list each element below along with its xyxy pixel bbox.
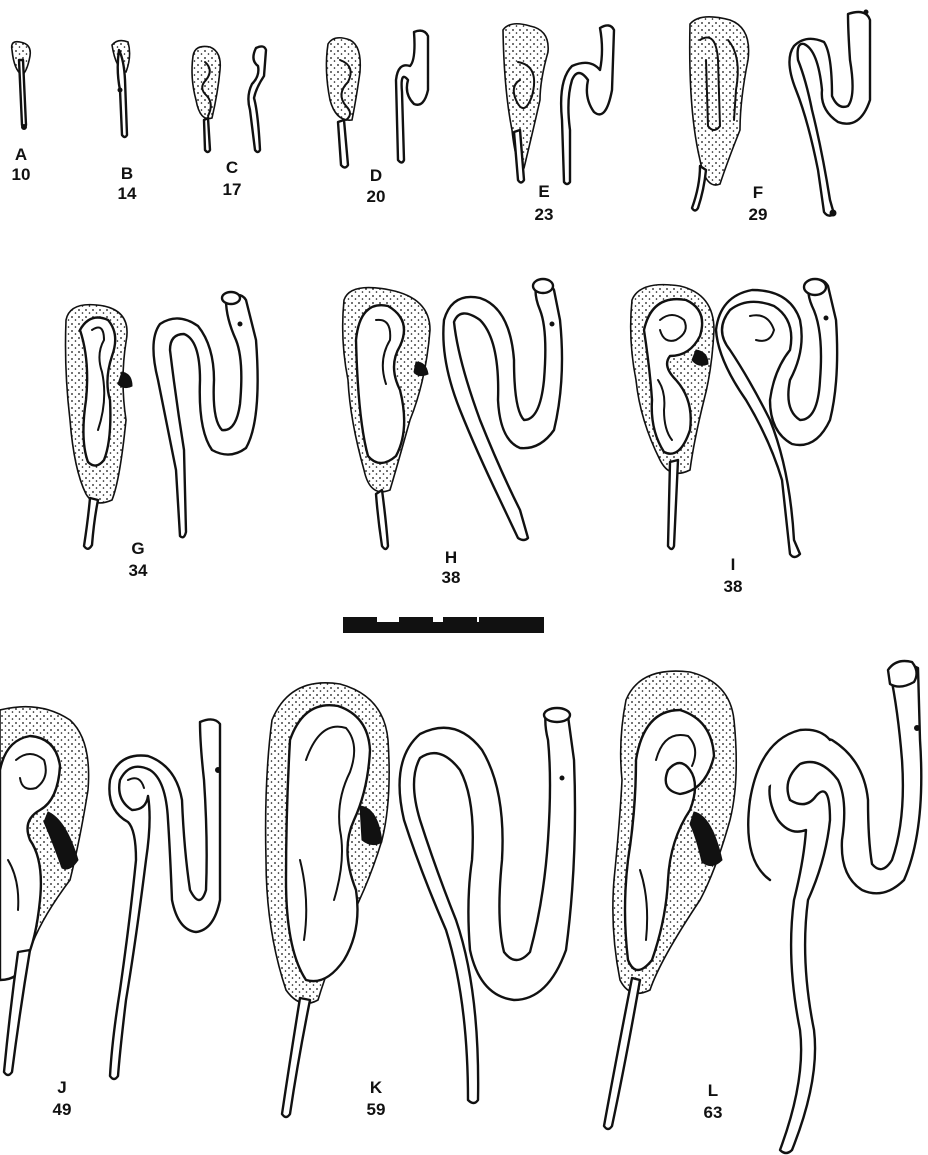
label-C-letter: C [212,158,252,178]
specimen-F-drawing [690,10,870,216]
specimen-A-drawing [12,42,31,130]
scale-bar-segment [510,617,544,633]
label-K-number: 59 [356,1100,396,1120]
specimen-K-drawing [266,683,575,1117]
specimen-C-drawing [192,46,266,152]
label-G-letter: G [118,539,158,559]
label-A-number: 10 [1,165,41,185]
label-E-number: 23 [524,205,564,225]
specimen-D-drawing [326,31,428,168]
label-B-letter: B [107,164,147,184]
label-F-letter: F [738,183,778,203]
scale-bar-segment [479,617,513,633]
specimen-G-drawing [66,292,258,549]
label-H-letter: H [431,548,471,568]
label-G-number: 34 [118,561,158,581]
specimen-I-drawing [631,279,837,557]
label-D-number: 20 [356,187,396,207]
label-E-letter: E [524,182,564,202]
scale-bar-segment [399,617,433,633]
specimen-B-drawing [112,41,130,137]
label-I-letter: I [713,555,753,575]
specimen-L-drawing [604,661,921,1153]
label-J-number: 49 [42,1100,82,1120]
label-L-number: 63 [693,1103,733,1123]
label-A-letter: A [1,145,41,165]
label-F-number: 29 [738,205,778,225]
label-L-letter: L [693,1081,733,1101]
label-H-number: 38 [431,568,471,588]
label-K-letter: K [356,1078,396,1098]
label-C-number: 17 [212,180,252,200]
scale-bar-segment [343,617,377,633]
scale-bar [343,617,544,633]
specimen-H-drawing [343,279,562,549]
scale-bar-segment [443,617,477,633]
label-J-letter: J [42,1078,82,1098]
specimen-J-drawing [0,707,221,1079]
label-B-number: 14 [107,184,147,204]
label-I-number: 38 [713,577,753,597]
label-D-letter: D [356,166,396,186]
specimen-E-drawing [503,24,614,184]
